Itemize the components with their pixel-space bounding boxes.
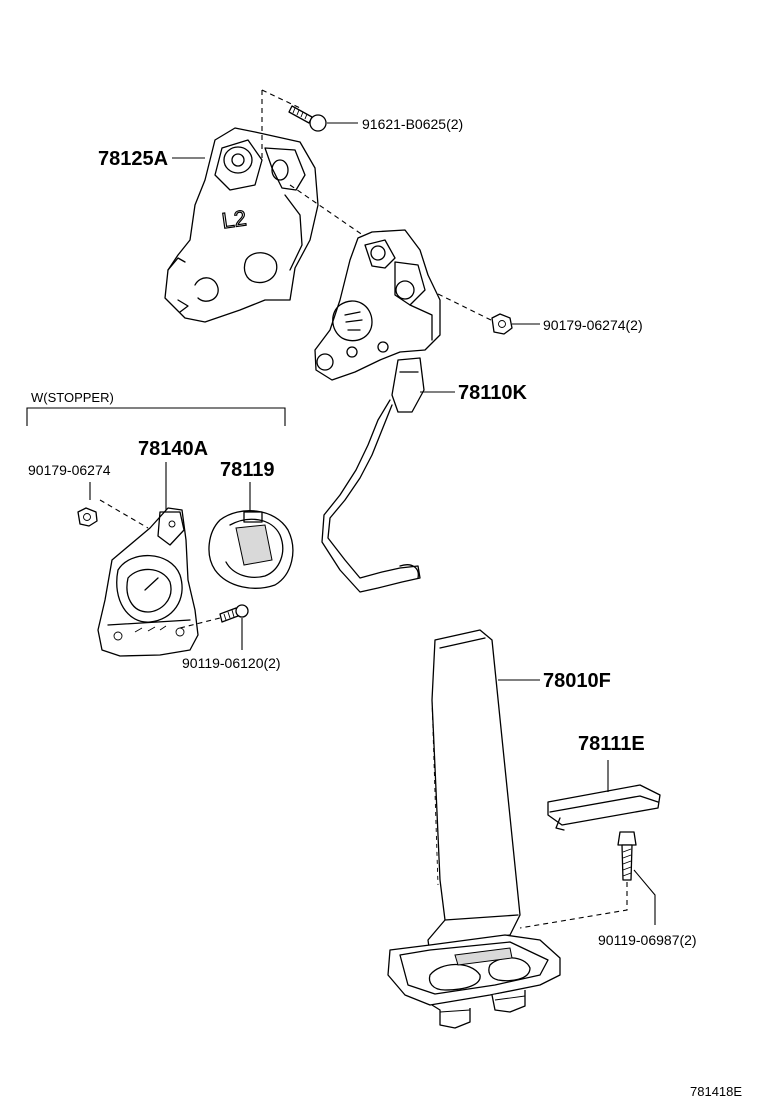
leader-90119-pedal (633, 869, 656, 925)
label-78125a: 78125A (98, 148, 168, 170)
nut-90179-left-icon (77, 507, 98, 527)
sensor-lever-78110k-icon (314, 229, 441, 593)
stopper-group-bracket (26, 407, 286, 426)
ref-line-nut-stopper (99, 499, 149, 529)
label-78140a: 78140A (138, 438, 208, 460)
cover-78111e-icon (547, 784, 661, 831)
pedal-pad-78010f-icon (387, 629, 561, 1029)
label-91621: 91621-B0625(2) (362, 116, 463, 132)
ref-line-bracket-lever (289, 184, 371, 241)
label-90179-right: 90179-06274(2) (543, 317, 643, 333)
bracket-78125a-icon: L2 (164, 127, 319, 323)
label-78111e: 78111E (578, 733, 645, 755)
label-78010f: 78010F (543, 670, 611, 692)
label-90119-stopper: 90119-06120(2) (182, 655, 281, 671)
bolt-91621-icon (288, 105, 327, 132)
ref-line-nut (429, 289, 496, 323)
figure-code: 781418E (690, 1084, 742, 1099)
label-78119: 78119 (220, 459, 275, 481)
label-78110k: 78110K (458, 382, 528, 404)
bolt-90119-stopper-icon (219, 604, 249, 623)
label-w-stopper: W(STOPPER) (31, 390, 114, 405)
stopper-cover-78119-icon (208, 510, 294, 589)
ref-line-bolt-pedal (519, 882, 628, 929)
nut-90179-right-icon (491, 313, 513, 335)
label-90179-left: 90179-06274 (28, 462, 111, 478)
ref-line-bolt-stopper (179, 617, 221, 629)
bolt-90119-pedal-icon (617, 831, 637, 881)
svg-text:L2: L2 (220, 205, 248, 233)
ref-line-top (261, 89, 301, 109)
stopper-78140a-icon (97, 507, 199, 657)
label-90119-pedal: 90119-06987(2) (598, 932, 697, 948)
